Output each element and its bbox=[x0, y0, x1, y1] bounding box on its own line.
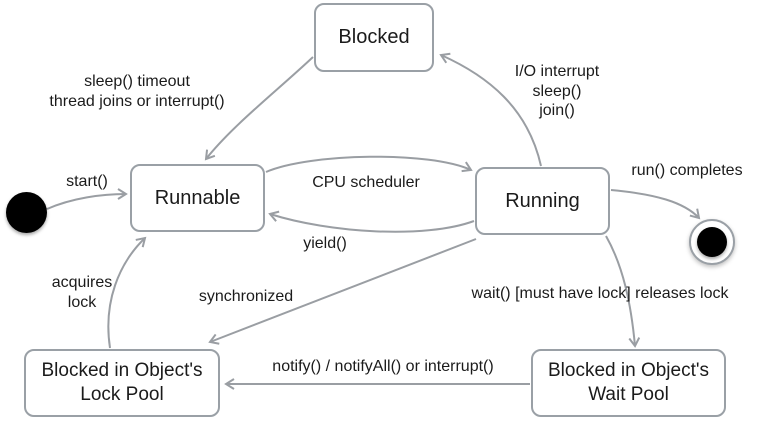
state-running: Running bbox=[475, 167, 610, 235]
state-label-line2: Lock Pool bbox=[80, 384, 164, 405]
edge-running-to-wait-pool bbox=[605, 235, 641, 348]
label-line: thread joins or interrupt() bbox=[49, 92, 225, 110]
label-run-completes: run() completes bbox=[631, 162, 743, 179]
edge-running-to-lock-pool-synchronized bbox=[208, 238, 477, 345]
state-label: Runnable bbox=[154, 186, 241, 209]
label-wait-must-have-lock-releases-lock: wait() [must have lock] releases lock bbox=[471, 285, 729, 302]
state-label-line1: Blocked in Object's bbox=[548, 360, 709, 382]
edge-running-to-runnable-yield bbox=[268, 210, 475, 233]
state-label-line2: Wait Pool bbox=[588, 384, 669, 405]
state-label-line1: Blocked in Object's bbox=[41, 360, 203, 382]
label-line: join() bbox=[539, 102, 575, 120]
edge-start-to-runnable bbox=[46, 188, 128, 210]
edge-running-to-blocked bbox=[439, 52, 542, 167]
state-runnable: Runnable bbox=[130, 164, 265, 232]
label-sleep-timeout: sleep() timeout thread joins or interrup… bbox=[49, 72, 224, 111]
label-yield: yield() bbox=[303, 235, 347, 252]
label-synchronized: synchronized bbox=[198, 288, 294, 305]
label-start: start() bbox=[66, 173, 108, 190]
final-state-inner-dot bbox=[697, 227, 727, 257]
initial-state-marker bbox=[6, 192, 47, 233]
label-line: sleep() timeout bbox=[84, 73, 190, 90]
state-blocked-in-objects-wait-pool: Blocked in Object's Wait Pool bbox=[531, 349, 726, 417]
state-blocked-in-objects-lock-pool: Blocked in Object's Lock Pool bbox=[24, 349, 220, 417]
state-label: Running bbox=[505, 189, 580, 212]
final-state-marker bbox=[689, 219, 735, 265]
edge-blocked-to-runnable bbox=[204, 56, 314, 161]
label-cpu-scheduler: CPU scheduler bbox=[312, 174, 420, 191]
label-line: acquires bbox=[51, 274, 113, 291]
label-line: lock bbox=[67, 293, 97, 311]
state-label: Blocked bbox=[338, 26, 410, 48]
state-blocked: Blocked bbox=[314, 3, 434, 72]
label-io-interrupt-sleep-join: I/O interrupt sleep() join() bbox=[515, 62, 599, 121]
label-line: sleep() bbox=[532, 82, 582, 100]
label-notify-notifyall-or-interrupt: notify() / notifyAll() or interrupt() bbox=[272, 358, 494, 375]
edge-running-to-end-run-completes bbox=[610, 189, 701, 220]
label-line: I/O interrupt bbox=[514, 63, 600, 80]
edge-lock-pool-to-runnable-acquires-lock bbox=[107, 236, 147, 349]
label-acquires-lock: acquires lock bbox=[52, 273, 112, 312]
edge-runnable-to-running-cpu-scheduler bbox=[265, 155, 473, 173]
